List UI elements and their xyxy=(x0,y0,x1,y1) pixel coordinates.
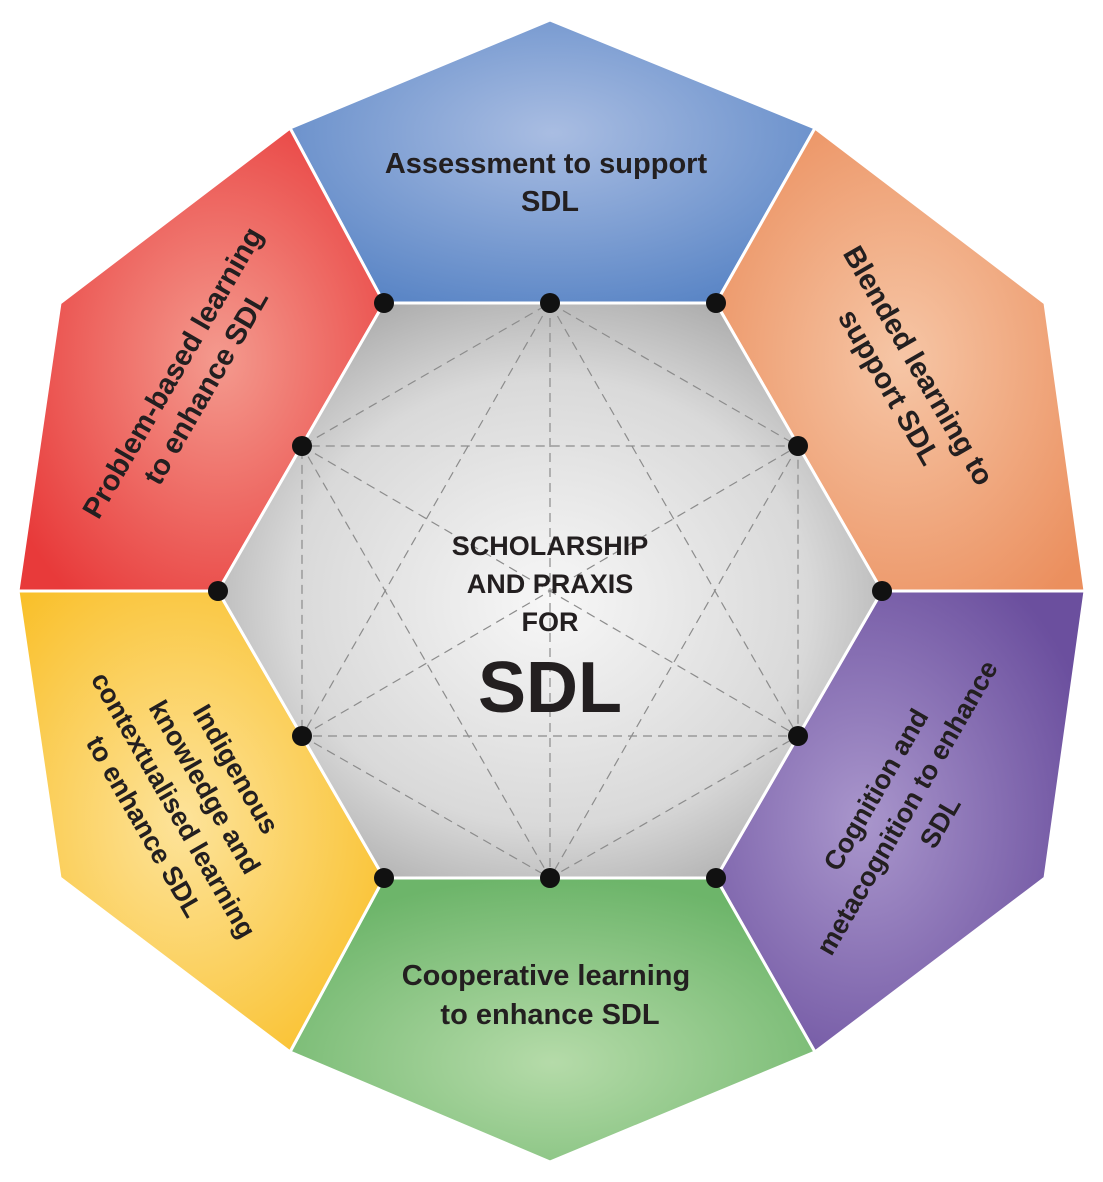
label-cooperative-line-1: Cooperative learning xyxy=(402,960,690,992)
node-bottom xyxy=(540,868,560,888)
label-assessment-line-1: Assessment to support xyxy=(385,148,708,180)
connection-nodes xyxy=(208,293,892,888)
center-big-label: SDL xyxy=(478,648,622,728)
node-top-left xyxy=(374,293,394,313)
node-bottom-right xyxy=(706,868,726,888)
center-line-2: AND PRAXIS xyxy=(467,569,634,599)
label-cooperative: Cooperative learning to enhance SDL xyxy=(402,960,699,1031)
node-right xyxy=(872,581,892,601)
node-lower-left xyxy=(292,726,312,746)
node-bottom-left xyxy=(374,868,394,888)
svg-text:Assessment to support SD: Assessment to support SDL xyxy=(385,148,715,218)
node-left xyxy=(208,581,228,601)
label-cooperative-line-2: to enhance SDL xyxy=(440,999,659,1031)
node-upper-left xyxy=(292,436,312,456)
center-line-3: FOR xyxy=(522,607,579,637)
label-assessment: Assessment to support SDL xyxy=(385,148,715,218)
label-assessment-line-2: SDL xyxy=(521,186,579,218)
center-line-1: SCHOLARSHIP xyxy=(452,531,649,561)
node-top-right xyxy=(706,293,726,313)
svg-text:Cooperative learning to: Cooperative learning to enhance SDL xyxy=(402,960,699,1031)
node-lower-right xyxy=(788,726,808,746)
node-upper-right xyxy=(788,436,808,456)
node-top xyxy=(540,293,560,313)
center-title: SCHOLARSHIP AND PRAXIS FOR SDL xyxy=(452,531,649,728)
